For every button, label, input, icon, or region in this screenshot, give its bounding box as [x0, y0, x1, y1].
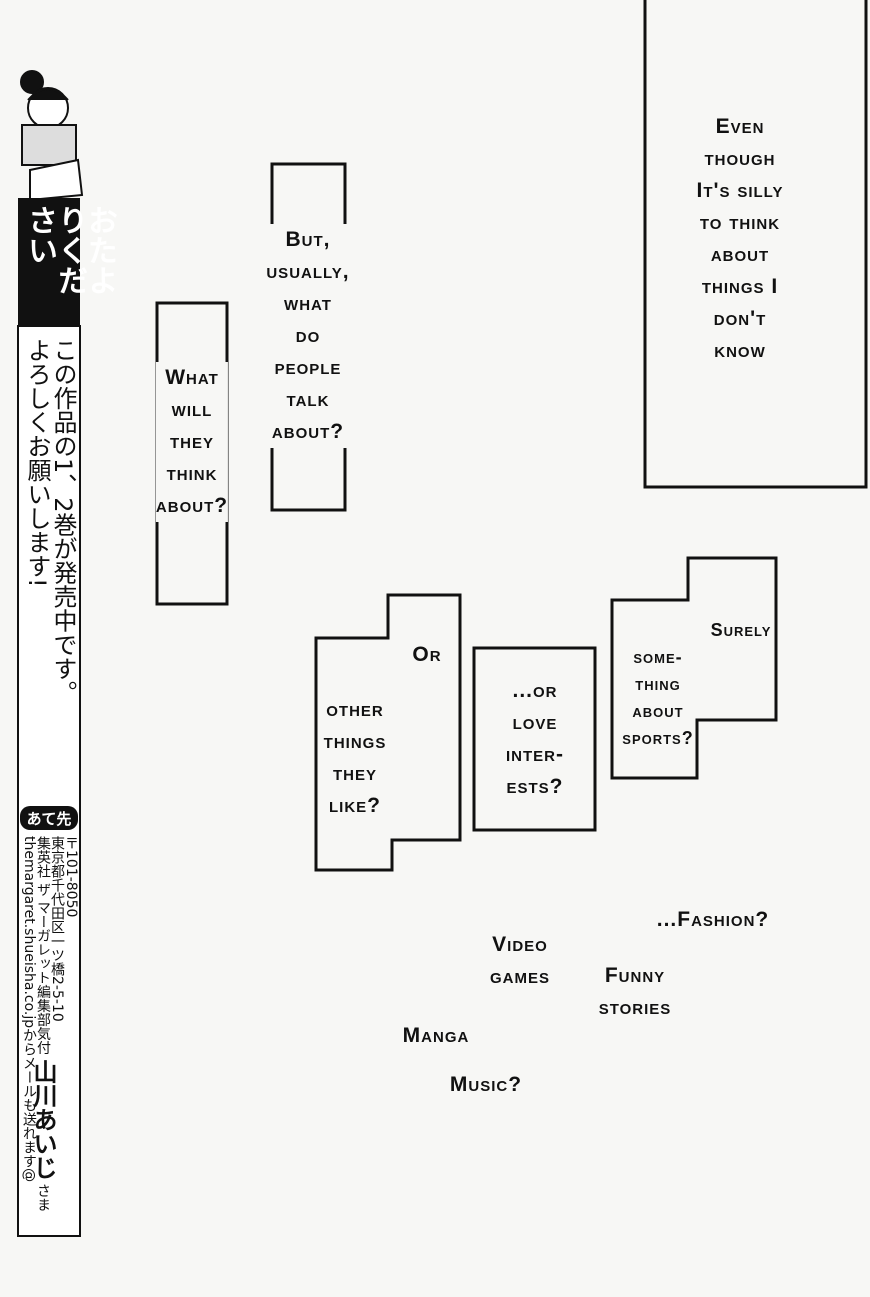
text-line: talk	[286, 388, 330, 411]
text-line: sports?	[622, 728, 694, 748]
bubble-what-will: What will they think about?	[155, 362, 229, 522]
text-line: think	[166, 462, 218, 485]
text-line: usually,	[266, 260, 350, 283]
text-line: what	[284, 292, 332, 315]
header-band	[18, 198, 80, 326]
text-line: to think	[699, 211, 781, 234]
bubble-but-usually: But, usually, what do people talk about?	[266, 224, 350, 448]
text-line: Even	[715, 115, 765, 138]
frame-or-other	[314, 593, 462, 872]
text-line: they	[169, 430, 214, 453]
text-line: ...or	[512, 679, 558, 702]
message-line: この作品の1、2巻が発売中です。	[49, 338, 77, 705]
sidebar-art	[17, 70, 84, 1237]
text-line: things I	[701, 275, 779, 298]
text-line: will	[171, 398, 213, 421]
text-line: But,	[285, 228, 331, 251]
address-label-bg	[20, 806, 78, 830]
address-line: 東京都千代田区一ツ橋2-5-10	[49, 836, 65, 1022]
sidebar-header: おたよりください	[22, 205, 117, 295]
text-line: thing	[635, 674, 681, 694]
bubble-even-though: Even though It's silly to think about th…	[697, 111, 784, 367]
text-line: they	[332, 762, 378, 785]
text-line: ests?	[506, 775, 564, 798]
text-line: other	[326, 698, 384, 721]
bubble-surely: Surely	[710, 620, 772, 640]
sidebar-box	[17, 325, 81, 1237]
sidebar-message: この作品の1、2巻が発売中です。 よろしくお願いします!	[23, 338, 77, 778]
sidebar-address: 〒101-8050 東京都千代田区一ツ橋2-5-10 集英社 ザ マーガレット編…	[21, 836, 79, 1236]
text-line: What	[165, 366, 219, 389]
frame-love	[472, 646, 597, 832]
text-music: Music?	[449, 1073, 523, 1096]
message-line: よろしくお願いします!	[23, 338, 51, 588]
address-label: あて先	[26, 810, 72, 828]
address-line: 集英社 ザ マーガレット編集部気付	[35, 836, 51, 1055]
text-line: It's silly	[696, 179, 784, 202]
frame-sports	[610, 556, 778, 780]
text-line: games	[489, 965, 551, 988]
text-line: some-	[633, 647, 683, 667]
bubble-love: ...or love inter- ests?	[506, 675, 564, 803]
reading-girl-icon	[20, 70, 84, 202]
text-line: don't	[713, 307, 767, 330]
text-funny-stories: Funny stories	[599, 960, 672, 1024]
text-line: stories	[598, 996, 672, 1019]
text-line: love	[512, 711, 558, 734]
text-line: about	[710, 243, 770, 266]
text-line: inter-	[506, 743, 564, 766]
text-line: about?	[271, 420, 345, 443]
text-fashion: ...Fashion?	[656, 908, 770, 931]
text-line: people	[274, 356, 342, 379]
text-line: do	[295, 324, 321, 347]
text-line: things	[323, 730, 387, 753]
text-line: Funny	[604, 964, 666, 987]
text-line: though	[704, 147, 776, 170]
honorific: さま	[35, 1183, 51, 1212]
bubble-other-things: other things they like?	[323, 694, 387, 822]
text-line: about?	[155, 494, 229, 517]
frame-even-though	[643, 0, 868, 489]
postal-code: 〒101-8050	[63, 836, 79, 918]
text-line: Video	[492, 933, 548, 956]
text-line: know	[714, 339, 766, 362]
text-video-games: Video games	[490, 929, 550, 993]
bubble-or: Or	[412, 643, 442, 666]
text-line: like?	[328, 794, 381, 817]
text-manga: Manga	[402, 1024, 470, 1047]
text-line: about	[632, 701, 684, 721]
email-note: themargaret.shueisha.co.jpからメールも送れます@	[21, 836, 37, 1183]
bubble-sports: some- thing about sports?	[622, 644, 694, 752]
